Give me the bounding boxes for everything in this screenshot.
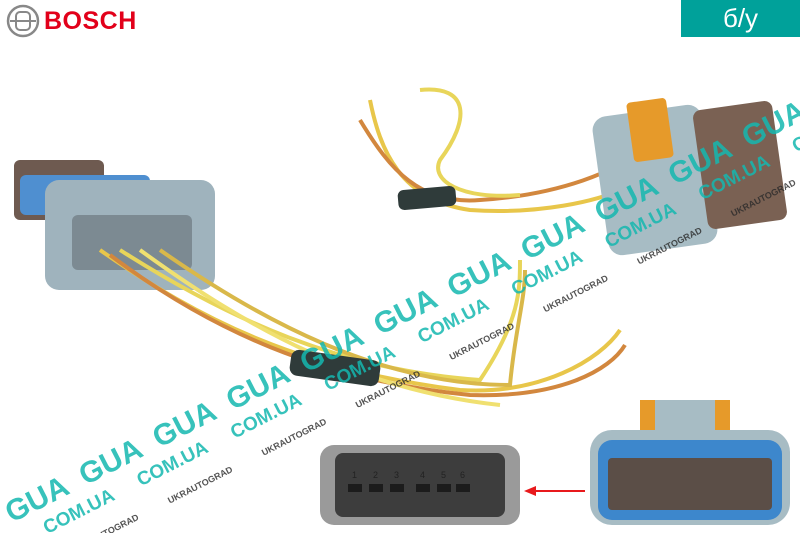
heat-shrink-sleeve [397,186,457,210]
female-connector-face [590,400,790,525]
pin-slot [390,484,404,492]
pin-slot [456,484,470,492]
pin-slot [369,484,383,492]
left-connector [14,160,215,290]
pin-number: 1 [352,470,357,480]
pin-number: 4 [420,470,425,480]
bosch-logo: BOSCH [6,4,137,38]
pin-number: 6 [460,470,465,480]
brand-name: BOSCH [44,6,137,35]
arrow-head-icon [524,486,536,496]
heat-shrink-sleeve [289,349,381,387]
pin-slot [348,484,362,492]
male-connector-face: 1 2 3 4 5 6 [320,445,520,525]
bosch-armature-icon [6,4,40,38]
pin-number: 2 [373,470,378,480]
pin-slot [416,484,430,492]
pin-number: 3 [394,470,399,480]
right-connector [592,98,787,256]
condition-badge: б/у [681,0,800,37]
pin-slot [437,484,451,492]
pin-number: 5 [441,470,446,480]
